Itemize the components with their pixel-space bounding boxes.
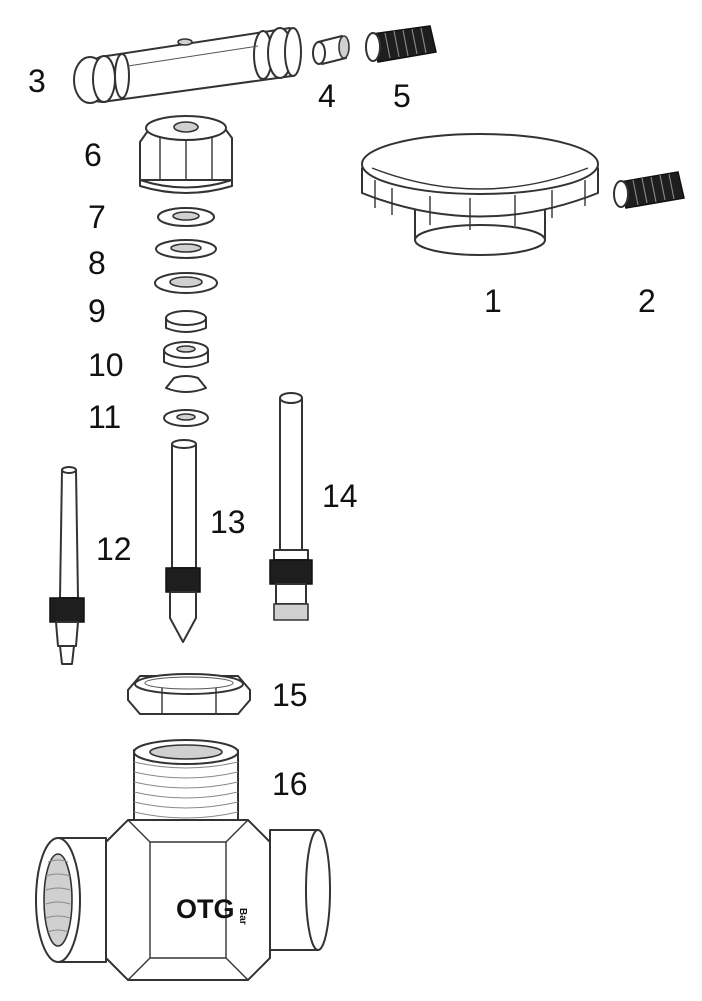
part-1-handwheel: [361, 133, 599, 256]
part-7-washer: [157, 207, 215, 227]
body-small-marking: Bar: [237, 908, 248, 925]
body-brand-marking: OTG: [176, 894, 235, 924]
part-9-seal: [154, 272, 218, 333]
callout-7: 7: [88, 199, 106, 235]
callout-1: 1: [484, 283, 502, 319]
part-4-plug: [312, 35, 350, 65]
part-8-washer: [155, 239, 217, 259]
part-6-cap-nut: [139, 115, 233, 194]
part-11-seal: [163, 409, 209, 427]
part-14-stem: [269, 392, 313, 621]
callout-9: 9: [88, 293, 106, 329]
part-5-set-screw: [365, 25, 437, 63]
part-10-bushing: [163, 341, 209, 393]
part-16-valve-body: [35, 739, 331, 981]
part-13-needle-stem: [165, 439, 201, 643]
part-2-set-screw: [613, 171, 685, 209]
callout-5: 5: [393, 78, 411, 114]
callout-13: 13: [210, 504, 246, 540]
callout-8: 8: [88, 245, 106, 281]
callout-3: 3: [28, 63, 46, 99]
part-12-stem: [49, 466, 85, 665]
callout-12: 12: [96, 531, 132, 567]
part-15-lock-nut: [127, 673, 251, 715]
part-3-shaft: [73, 27, 302, 104]
callout-2: 2: [638, 283, 656, 319]
callout-15: 15: [272, 677, 308, 713]
callout-16: 16: [272, 766, 308, 802]
callout-11: 11: [88, 399, 121, 435]
callout-4: 4: [318, 78, 336, 114]
callout-10: 10: [88, 347, 124, 383]
callout-6: 6: [84, 137, 102, 173]
callout-14: 14: [322, 478, 358, 514]
